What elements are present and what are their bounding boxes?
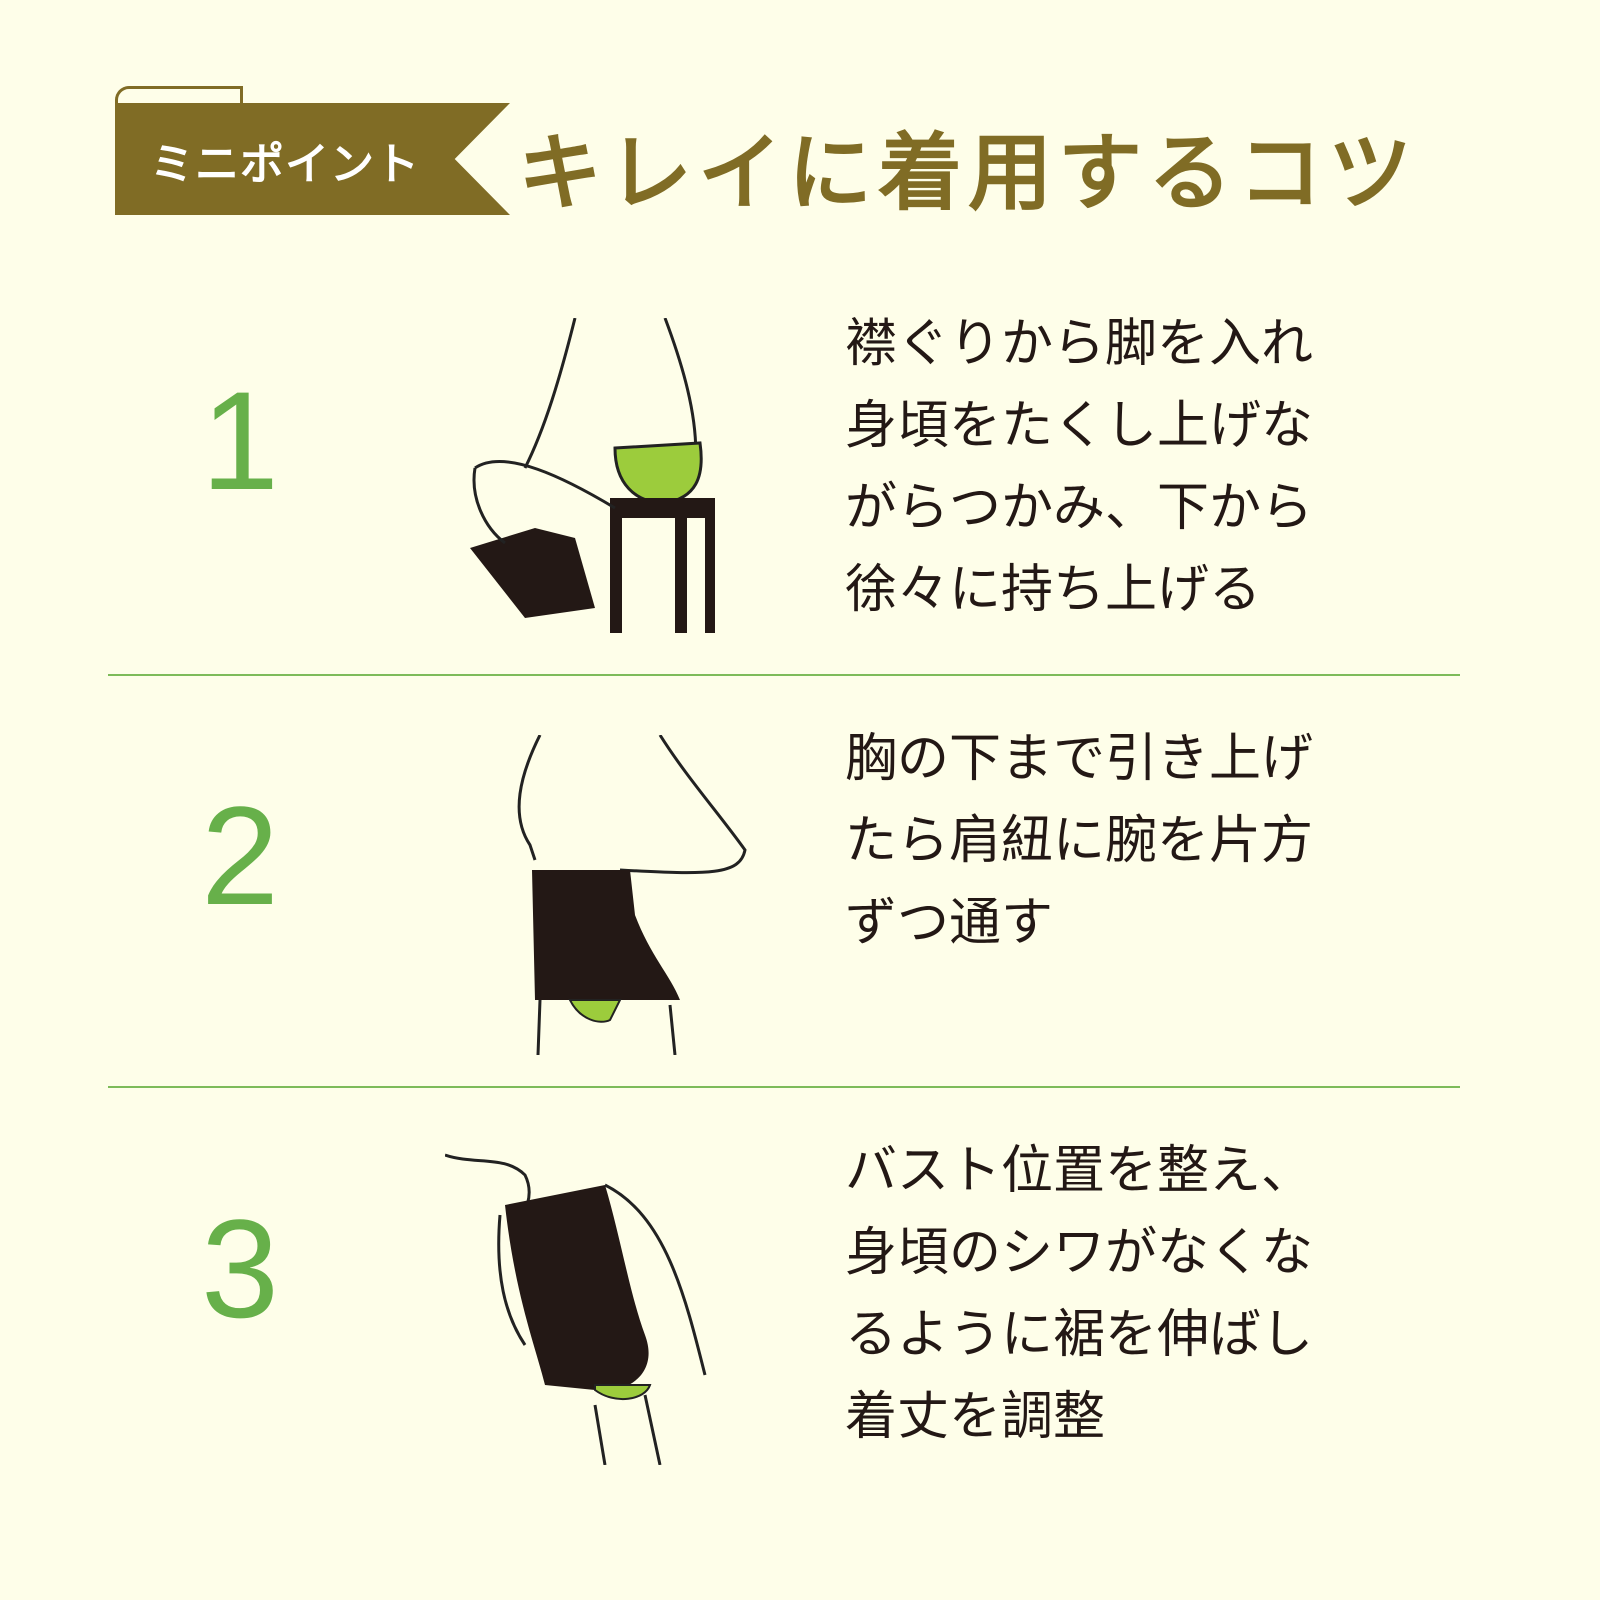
badge-label: ミニポイント	[150, 139, 420, 190]
divider	[108, 674, 1460, 676]
page-title: キレイに着用するコツ	[518, 124, 1419, 222]
step-2-illustration	[517, 735, 747, 1055]
step-3-illustration	[445, 1153, 707, 1465]
step-number: 2	[201, 777, 279, 934]
step-1-illustration	[470, 318, 715, 633]
step-text: バスト位置を整え、 身頃のシワがなくな るように裾を伸ばし 着丈を調整	[845, 1141, 1314, 1447]
divider	[108, 1086, 1460, 1088]
step-number: 3	[201, 1190, 279, 1347]
step-text: 胸の下まで引き上げ たら肩紐に腕を片方 ずつ通す	[845, 729, 1314, 953]
step-text: 襟ぐりから脚を入れ 身頃をたくし上げな がらつかみ、下から 徐々に持ち上げる	[845, 314, 1314, 620]
step-number: 1	[201, 362, 279, 519]
header-badge	[115, 103, 510, 215]
